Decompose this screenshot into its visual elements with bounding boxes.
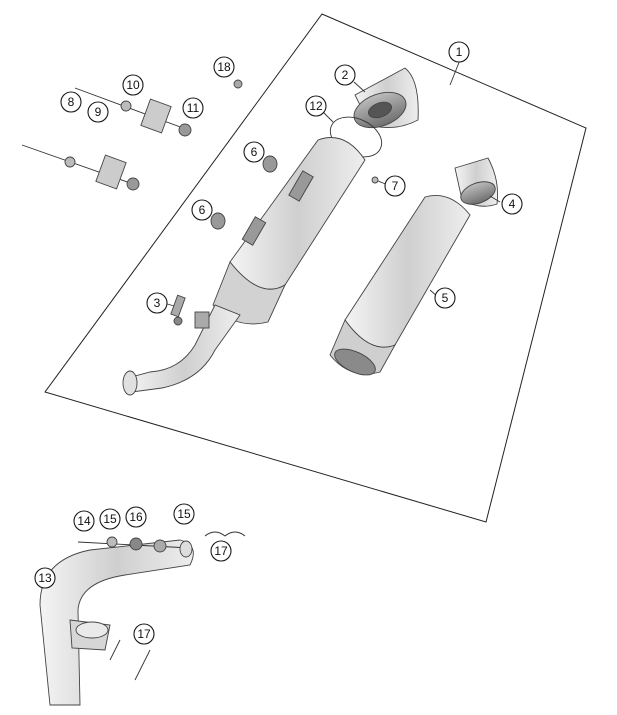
screw-part <box>371 176 379 184</box>
svg-text:17: 17 <box>137 627 151 641</box>
callout-16: 16 <box>125 506 147 528</box>
svg-text:10: 10 <box>126 78 140 92</box>
callout-8: 8 <box>60 91 82 113</box>
svg-text:3: 3 <box>154 296 161 310</box>
callout-4: 4 <box>501 193 523 215</box>
svg-text:12: 12 <box>309 99 323 113</box>
svg-text:4: 4 <box>509 197 516 211</box>
svg-text:17: 17 <box>214 544 228 558</box>
callout-17-upper: 17 <box>210 540 232 562</box>
callout-6-lower: 6 <box>191 199 213 221</box>
callout-15-right: 15 <box>173 503 195 525</box>
svg-text:11: 11 <box>187 101 200 115</box>
callout-12: 12 <box>305 95 327 117</box>
svg-text:5: 5 <box>442 291 449 305</box>
callout-11: 11 <box>182 97 204 119</box>
header-fastener-assembly <box>77 536 193 558</box>
svg-text:2: 2 <box>342 68 349 82</box>
callout-3: 3 <box>146 292 168 314</box>
assembly-frame <box>44 13 587 523</box>
end-cap-part <box>353 67 419 129</box>
svg-text:15: 15 <box>103 512 117 526</box>
svg-text:15: 15 <box>177 507 191 521</box>
svg-text:8: 8 <box>68 95 75 109</box>
callout-10: 10 <box>122 74 144 96</box>
spring-part-upper <box>204 531 246 537</box>
svg-text:14: 14 <box>77 514 91 528</box>
silencer-part <box>212 137 366 325</box>
svg-text:13: 13 <box>38 571 52 585</box>
svg-text:7: 7 <box>392 179 399 193</box>
spring-part-lower <box>109 639 151 681</box>
svg-text:18: 18 <box>217 60 231 74</box>
callout-18: 18 <box>213 56 235 78</box>
end-cap-alt-part <box>454 157 499 207</box>
callout-7: 7 <box>384 175 406 197</box>
callout-14: 14 <box>73 510 95 532</box>
svg-text:16: 16 <box>129 510 143 524</box>
callout-13: 13 <box>34 567 56 589</box>
callout-17-lower: 17 <box>133 623 155 645</box>
upper-bracket-assembly <box>74 87 192 137</box>
link-pipe-part <box>122 304 241 396</box>
grommet-part-lower <box>210 212 226 230</box>
callout-2: 2 <box>334 64 356 86</box>
callout-9: 9 <box>87 101 109 123</box>
small-clip-part <box>233 79 243 89</box>
grommet-part-upper <box>262 155 278 173</box>
muffler-sleeve-part <box>329 195 471 376</box>
lower-bracket-assembly <box>21 144 140 191</box>
callout-6-upper: 6 <box>243 141 265 163</box>
callout-15-left: 15 <box>99 508 121 530</box>
callout-1: 1 <box>448 41 470 63</box>
svg-text:6: 6 <box>199 203 206 217</box>
header-pipe-part <box>39 539 194 706</box>
callout-5: 5 <box>434 287 456 309</box>
svg-text:1: 1 <box>456 45 463 59</box>
svg-text:6: 6 <box>251 145 258 159</box>
svg-text:9: 9 <box>95 105 102 119</box>
clamp-part <box>170 294 186 326</box>
